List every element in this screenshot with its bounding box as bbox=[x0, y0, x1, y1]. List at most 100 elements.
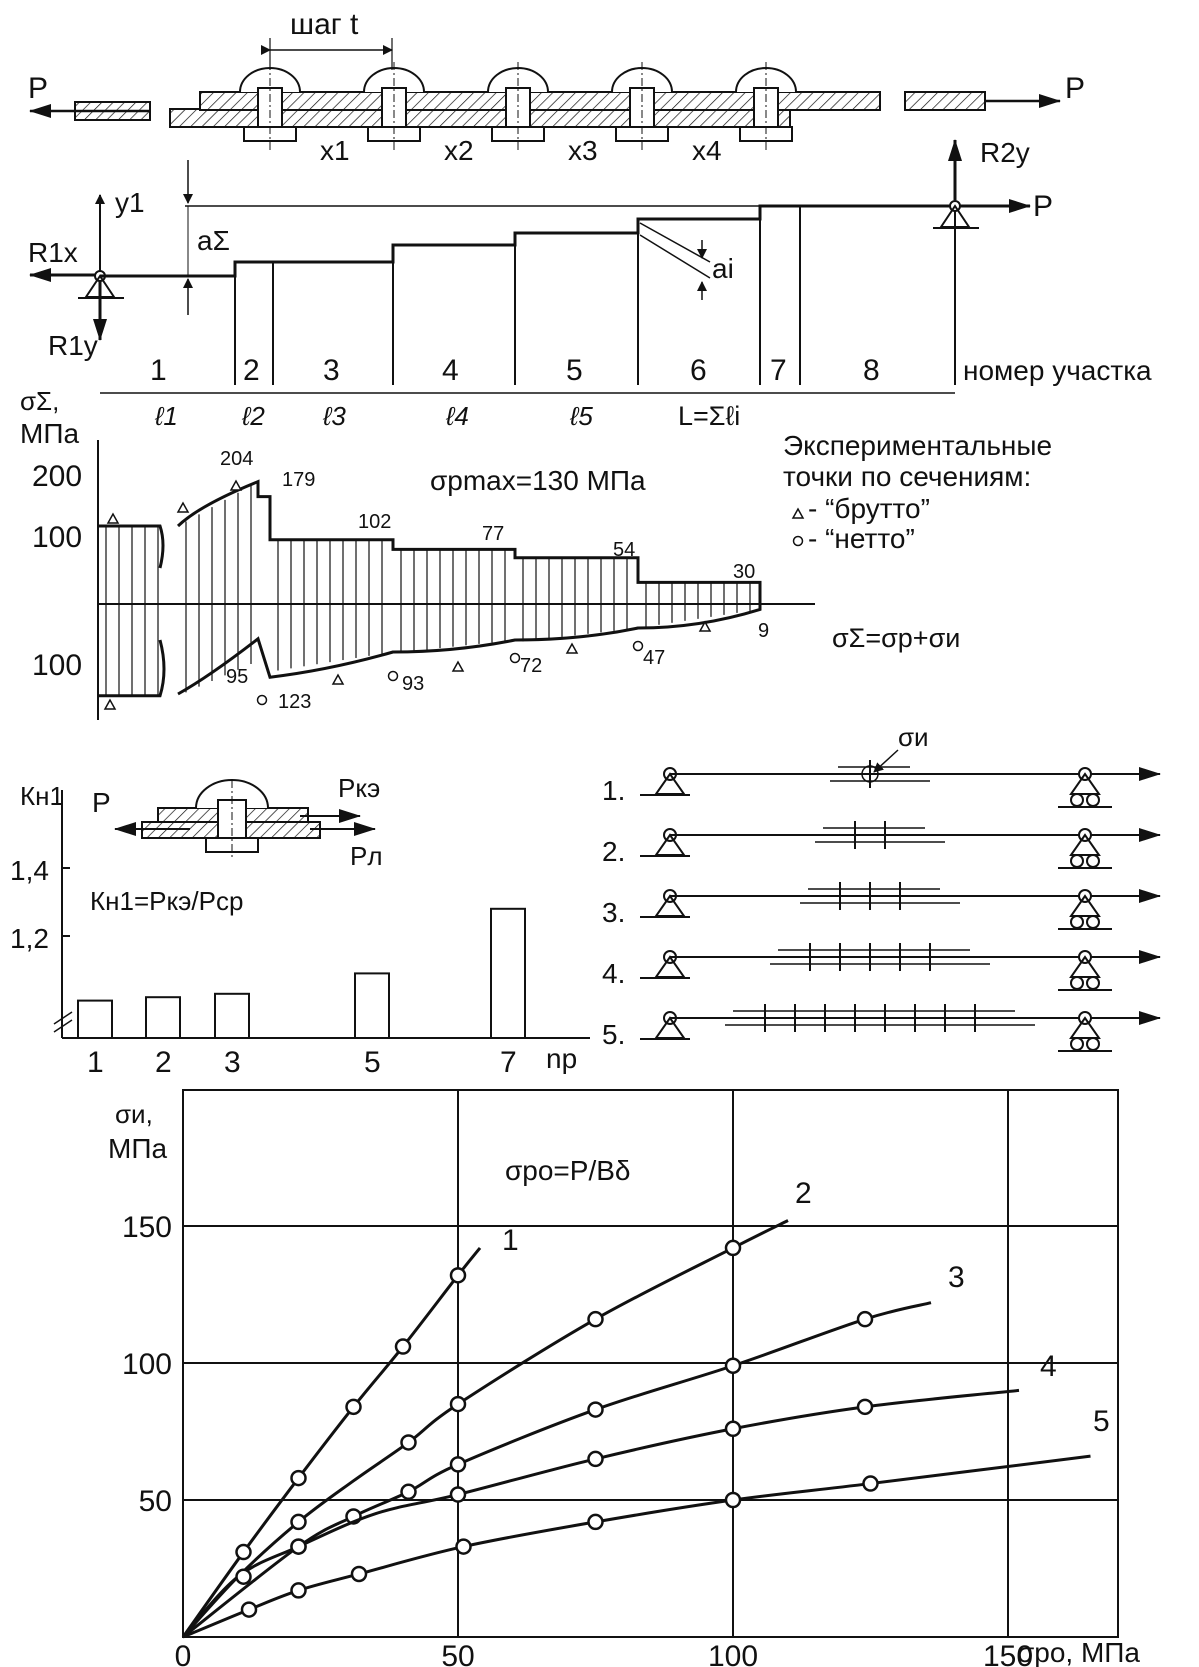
kn-bar bbox=[145, 996, 181, 1040]
bend-series-label: 5 bbox=[1093, 1405, 1110, 1438]
stress-label-72: 72 bbox=[520, 655, 542, 677]
bend-x-title: σро, МПа bbox=[1017, 1637, 1140, 1667]
roller-icon bbox=[1086, 854, 1100, 868]
r2y-label: R2y bbox=[980, 137, 1030, 168]
force-label-left: P bbox=[28, 72, 48, 105]
length-label-1: ℓ1 bbox=[154, 401, 178, 431]
bend-y-title-2: МПа bbox=[108, 1133, 167, 1164]
bend-series-line bbox=[181, 1246, 482, 1638]
step-label: шаг t bbox=[290, 8, 359, 41]
bend-data-point bbox=[449, 1456, 467, 1473]
stress-label-204: 204 bbox=[220, 448, 253, 470]
bend-data-point bbox=[290, 1469, 307, 1487]
section-number-8: 8 bbox=[863, 354, 880, 387]
a-i-ext-2 bbox=[639, 234, 711, 279]
brutto-point bbox=[451, 660, 465, 672]
legend-netto: - “нетто” bbox=[808, 523, 915, 554]
stress-label-77: 77 bbox=[482, 523, 504, 545]
length-label-4: ℓ4 bbox=[445, 401, 469, 431]
bend-formula: σро=P/Bδ bbox=[505, 1155, 631, 1186]
kn-bar bbox=[77, 999, 113, 1039]
single-rivet-sketch bbox=[141, 779, 321, 860]
stress-label-30: 30 bbox=[733, 561, 755, 583]
sigma-i-pointer bbox=[873, 749, 899, 773]
kn-y-title: Кн1 bbox=[20, 781, 64, 811]
bend-series-line bbox=[181, 1388, 1020, 1639]
bend-data-point bbox=[724, 1357, 742, 1374]
kn-p-label: P bbox=[92, 787, 111, 818]
bend-series-label: 3 bbox=[948, 1261, 965, 1294]
stress-y-title-2: МПа bbox=[20, 418, 79, 449]
roller-icon bbox=[1086, 915, 1100, 929]
y1-label: y1 bbox=[115, 187, 145, 218]
section-number-6: 6 bbox=[690, 354, 707, 387]
bend-data-point bbox=[587, 1310, 604, 1328]
bend-data-point bbox=[449, 1267, 467, 1284]
section-number-2: 2 bbox=[243, 354, 260, 387]
legend-triangle-icon bbox=[791, 507, 805, 519]
bend-data-point bbox=[587, 1401, 604, 1418]
stress-label-102: 102 bbox=[358, 511, 391, 533]
stress-label-123: 123 bbox=[278, 691, 311, 713]
roller-support-icon bbox=[1069, 894, 1101, 917]
bend-data-point bbox=[724, 1420, 742, 1438]
stress-tick-200: 200 bbox=[32, 460, 82, 493]
kn-formula: Кн1=Pкэ/Pср bbox=[90, 886, 243, 916]
stress-point-icon bbox=[861, 765, 879, 783]
roller-icon bbox=[1070, 793, 1084, 807]
kn-x-title: np bbox=[546, 1043, 577, 1074]
bend-data-point bbox=[862, 1475, 879, 1492]
roller-icon bbox=[1070, 1037, 1084, 1051]
brutto-point bbox=[698, 620, 712, 632]
riveted-joint: P P шаг t x1 x2 x3 x4 bbox=[28, 8, 1085, 166]
kn-bar bbox=[354, 972, 390, 1040]
section-title: номер участка bbox=[963, 355, 1152, 386]
a-i-label: ai bbox=[712, 253, 734, 284]
bend-series-line bbox=[181, 1219, 789, 1639]
bend-data-point bbox=[587, 1513, 604, 1531]
gap-label-x3: x3 bbox=[568, 135, 598, 166]
bend-data-point bbox=[587, 1450, 604, 1468]
brutto-point bbox=[106, 512, 120, 524]
bend-series-label: 4 bbox=[1040, 1350, 1057, 1383]
roller-icon bbox=[1086, 793, 1100, 807]
bend-data-point bbox=[345, 1398, 362, 1416]
netto-point bbox=[509, 652, 521, 664]
bend-data-point bbox=[290, 1513, 307, 1531]
stress-upper-envelope bbox=[98, 479, 762, 604]
stress-y-title-1: σΣ, bbox=[20, 386, 59, 416]
brutto-point bbox=[176, 501, 190, 513]
legend-circle-icon bbox=[792, 535, 804, 547]
roller-icon bbox=[1070, 976, 1084, 990]
length-label-2: ℓ2 bbox=[241, 401, 265, 431]
kn-tick-label-1-4: 1,4 bbox=[10, 855, 49, 886]
scheme-label: 4. bbox=[602, 958, 625, 989]
sigma-i-scheme-label: σи bbox=[898, 722, 929, 752]
beam-force-label: P bbox=[1033, 190, 1053, 223]
section-number-3: 3 bbox=[323, 354, 340, 387]
sigma-sum-formula: σΣ=σp+σи bbox=[832, 623, 960, 653]
bend-data-point bbox=[350, 1565, 368, 1583]
stress-label-95: 95 bbox=[226, 666, 248, 688]
sigma-max-label: σpmax=130 МПа bbox=[430, 465, 646, 496]
stress-label-93: 93 bbox=[402, 673, 424, 695]
netto-point bbox=[387, 670, 399, 682]
kn-category-label: 3 bbox=[224, 1046, 241, 1079]
stress-label-47: 47 bbox=[643, 647, 665, 669]
roller-support-icon bbox=[1069, 833, 1101, 856]
bend-x-tick-label: 50 bbox=[441, 1640, 474, 1667]
stress-label-54: 54 bbox=[613, 539, 635, 561]
stress-diagram: σΣ, МПа 200 100 100 204 179 102 77 54 30… bbox=[20, 386, 1052, 720]
section-number-5: 5 bbox=[566, 354, 583, 387]
stress-hatching bbox=[105, 485, 751, 696]
bend-data-point bbox=[455, 1538, 472, 1555]
roller-icon bbox=[1086, 1037, 1100, 1051]
kn-bar bbox=[490, 907, 526, 1039]
bend-y-tick-label: 50 bbox=[139, 1485, 172, 1518]
kn-category-label: 5 bbox=[364, 1046, 381, 1079]
stress-tick-100-top: 100 bbox=[32, 521, 82, 554]
